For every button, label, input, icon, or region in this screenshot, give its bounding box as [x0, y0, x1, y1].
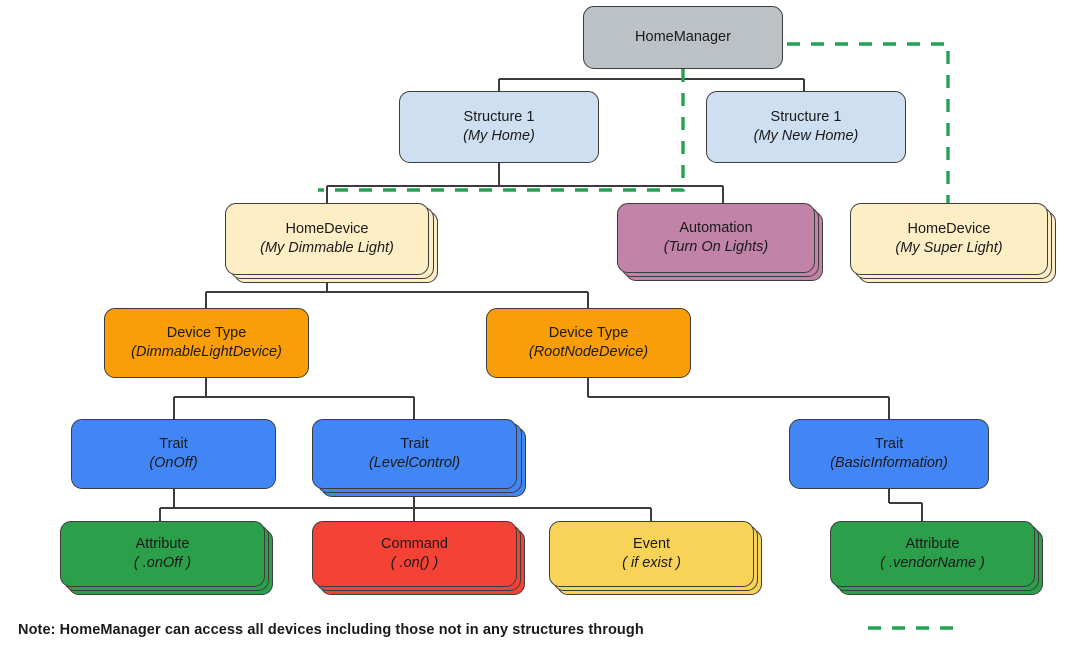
node-command-on-line1: Command — [381, 535, 448, 552]
footer-note-text: Note: HomeManager can access all devices… — [18, 622, 644, 638]
node-automation-turn-on-lights-line2: (Turn On Lights) — [663, 239, 769, 255]
node-home-device-my-dimmable-light[interactable]: HomeDevice (My Dimmable Light) — [225, 203, 429, 275]
node-trait-basicinformation-line1: Trait — [874, 435, 904, 452]
node-structure-my-home[interactable]: Structure 1 (My Home) — [399, 91, 599, 163]
node-attribute-onoff[interactable]: Attribute ( .onOff ) — [60, 521, 265, 587]
node-device-type-dimmablelightdevice-line1: Device Type — [166, 324, 247, 341]
node-device-type-rootnodedevice-line1: Device Type — [548, 324, 629, 341]
node-trait-levelcontrol-line1: Trait — [400, 435, 429, 452]
node-trait-levelcontrol-line2: (LevelControl) — [368, 455, 461, 471]
node-home-device-my-dimmable-light-line2: (My Dimmable Light) — [260, 240, 394, 256]
node-trait-onoff[interactable]: Trait (OnOff) — [71, 419, 276, 489]
node-device-type-rootnodedevice-line2: (RootNodeDevice) — [528, 344, 649, 360]
node-attribute-onoff-line2: ( .onOff ) — [133, 555, 192, 571]
node-trait-basicinformation[interactable]: Trait (BasicInformation) — [789, 419, 989, 489]
node-attribute-onoff-line1: Attribute — [135, 535, 190, 552]
node-automation-turn-on-lights[interactable]: Automation (Turn On Lights) — [617, 203, 815, 273]
node-event-if-exist-line1: Event — [632, 535, 671, 552]
node-trait-levelcontrol[interactable]: Trait (LevelControl) — [312, 419, 517, 489]
node-home-manager-line1: HomeManager — [635, 28, 731, 45]
node-device-type-rootnodedevice[interactable]: Device Type (RootNodeDevice) — [486, 308, 691, 378]
node-attribute-vendorname[interactable]: Attribute ( .vendorName ) — [830, 521, 1035, 587]
node-structure-my-new-home-line1: Structure 1 — [770, 108, 842, 125]
node-home-device-my-super-light[interactable]: HomeDevice (My Super Light) — [850, 203, 1048, 275]
node-command-on-line2: ( .on() ) — [390, 555, 439, 571]
node-device-type-dimmablelightdevice-line2: (DimmableLightDevice) — [131, 344, 282, 360]
node-event-if-exist[interactable]: Event ( if exist ) — [549, 521, 754, 587]
node-home-device-my-dimmable-light-line1: HomeDevice — [285, 220, 369, 237]
node-command-on[interactable]: Command ( .on() ) — [312, 521, 517, 587]
node-structure-my-new-home[interactable]: Structure 1 (My New Home) — [706, 91, 906, 163]
node-structure-my-home-line2: (My Home) — [463, 128, 535, 144]
node-device-type-dimmablelightdevice[interactable]: Device Type (DimmableLightDevice) — [104, 308, 309, 378]
node-attribute-vendorname-line1: Attribute — [905, 535, 960, 552]
node-trait-onoff-line2: (OnOff) — [149, 455, 198, 471]
node-home-manager[interactable]: HomeManager — [583, 6, 783, 69]
node-structure-my-home-line1: Structure 1 — [463, 108, 535, 125]
footer-legend-dashed-line — [868, 626, 964, 630]
node-event-if-exist-line2: ( if exist ) — [622, 555, 681, 571]
node-trait-basicinformation-line2: (BasicInformation) — [830, 455, 948, 471]
node-home-device-my-super-light-line1: HomeDevice — [907, 220, 991, 237]
node-attribute-vendorname-line2: ( .vendorName ) — [880, 555, 985, 571]
node-trait-onoff-line1: Trait — [159, 435, 188, 452]
node-automation-turn-on-lights-line1: Automation — [679, 219, 753, 236]
node-structure-my-new-home-line2: (My New Home) — [753, 128, 859, 144]
node-home-device-my-super-light-line2: (My Super Light) — [895, 240, 1003, 256]
